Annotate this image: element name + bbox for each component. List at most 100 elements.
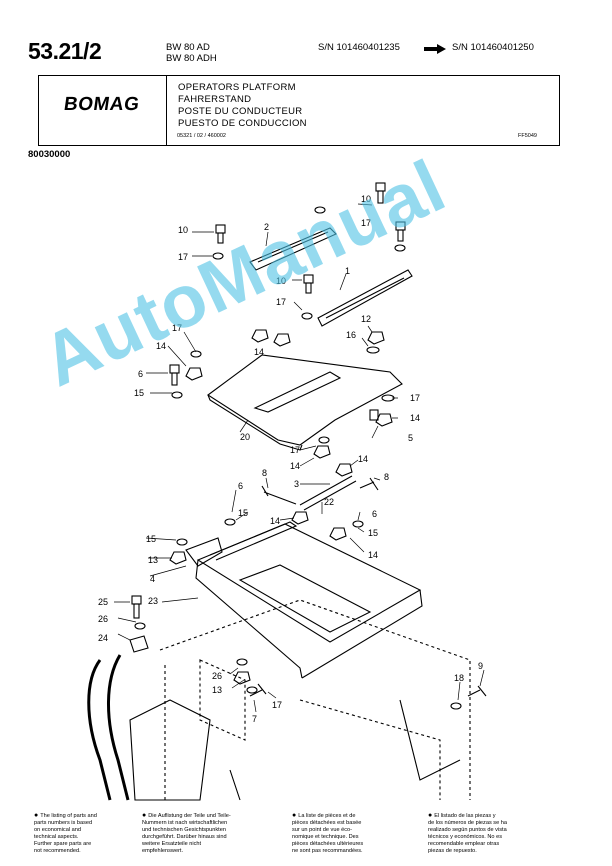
callout-label: 14 bbox=[368, 550, 378, 560]
callout-label: 22 bbox=[324, 497, 334, 507]
bullet-icon: ● bbox=[142, 812, 147, 819]
callout-label: 13 bbox=[212, 685, 222, 695]
callout-label: 24 bbox=[98, 633, 108, 643]
machine-body bbox=[159, 599, 471, 800]
callout-label: 4 bbox=[150, 574, 155, 584]
callout-label: 6 bbox=[372, 509, 377, 519]
note-line: empfehlenswert. bbox=[142, 848, 184, 854]
callout-label: 15 bbox=[238, 508, 248, 518]
platform-frame bbox=[195, 521, 423, 679]
part-number: 80030000 bbox=[28, 149, 71, 160]
callout-label: 14 bbox=[254, 347, 264, 357]
callout-label: 8 bbox=[262, 468, 267, 478]
callout-label: 18 bbox=[454, 673, 464, 683]
callout-label: 2 bbox=[264, 222, 269, 232]
note-line: La liste de pièces et de bbox=[298, 813, 356, 819]
callout-label: 7 bbox=[252, 714, 257, 724]
note-line: Further spare parts are bbox=[34, 841, 92, 847]
slide-rail-left bbox=[249, 227, 337, 271]
arrow-right-icon bbox=[424, 41, 446, 59]
linkage-rod bbox=[299, 475, 357, 511]
note-line: Die Auflistung der Teile und Teile- bbox=[148, 813, 231, 819]
note-german: ●Die Auflistung der Teile und Teile- Num… bbox=[142, 812, 282, 855]
note-line: on economical and bbox=[34, 827, 81, 833]
callout-label: 17 bbox=[178, 252, 188, 262]
callout-label: 3 bbox=[294, 479, 299, 489]
callout-label: 1 bbox=[345, 266, 350, 276]
note-line: piezas de repuesto. bbox=[428, 848, 477, 854]
serial-from: S/N 101460401235 bbox=[318, 42, 400, 53]
title-divider bbox=[166, 75, 168, 146]
page-number: 53.21/2 bbox=[28, 38, 102, 64]
bracket bbox=[185, 537, 223, 567]
callout-label: 8 bbox=[384, 472, 389, 482]
note-line: durchgeführt. Darüber hinaus sind bbox=[142, 834, 227, 840]
leader-line bbox=[114, 203, 485, 713]
platform-plate bbox=[207, 354, 403, 446]
callout-label: 5 bbox=[408, 433, 413, 443]
callout-label: 17 bbox=[410, 393, 420, 403]
callout-label: 6 bbox=[138, 369, 143, 379]
exploded-parts-diagram: 10 17 10 2 17 10 1 17 12 17 16 14 14 6 1… bbox=[87, 182, 487, 801]
bolt bbox=[131, 182, 487, 697]
model-name: BW 80 AD bbox=[166, 42, 210, 53]
bullet-icon: ● bbox=[292, 812, 297, 819]
callout-label: 23 bbox=[148, 596, 158, 606]
note-line: técnicos y económicos. No es bbox=[428, 834, 502, 840]
note-line: The listing of parts and bbox=[40, 813, 97, 819]
callout-label: 14 bbox=[156, 341, 166, 351]
title-line: POSTE DU CONDUCTEUR bbox=[178, 106, 303, 117]
callout-label: 17 bbox=[272, 700, 282, 710]
serial-to: S/N 101460401250 bbox=[452, 42, 534, 53]
washer bbox=[134, 206, 462, 710]
note-spanish: ●El listado de las piezas y de los númer… bbox=[428, 812, 578, 855]
callout-label: 17 bbox=[361, 218, 371, 228]
callout-label: 13 bbox=[148, 555, 158, 565]
callout-label: 14 bbox=[358, 454, 368, 464]
model-name: BW 80 ADH bbox=[166, 53, 217, 64]
note-line: Nummern ist nach wirtschaftlichen bbox=[142, 820, 228, 826]
callout-label: 17 bbox=[290, 445, 300, 455]
title-line: OPERATORS PLATFORM bbox=[178, 82, 296, 93]
callout-label: 15 bbox=[368, 528, 378, 538]
note-english: ●The listing of parts and parts numbers … bbox=[34, 812, 152, 855]
doc-code: 05321 / 02 / 460002 bbox=[177, 133, 226, 139]
title-block bbox=[38, 75, 560, 146]
note-line: weitere Ersatzteile nicht bbox=[142, 841, 202, 847]
note-line: sur un point de vue éco- bbox=[292, 827, 353, 833]
figure-code: FF5049 bbox=[518, 133, 537, 139]
callout-label: 9 bbox=[478, 661, 483, 671]
bullet-icon: ● bbox=[34, 812, 39, 819]
title-line: PUESTO DE CONDUCCION bbox=[178, 118, 307, 129]
callout-label: 26 bbox=[98, 614, 108, 624]
callout-label: 15 bbox=[134, 388, 144, 398]
note-line: realizado según puntos de vista bbox=[428, 827, 507, 833]
callout-label: 14 bbox=[290, 461, 300, 471]
callout-label: 6 bbox=[238, 481, 243, 491]
callout-label: 14 bbox=[410, 413, 420, 423]
note-line: pièces détachées est basée bbox=[292, 820, 362, 826]
note-line: pièces détachées ultérieures bbox=[292, 841, 364, 847]
note-line: parts numbers is based bbox=[34, 820, 93, 826]
callout-label: 12 bbox=[361, 314, 371, 324]
callout-label: 26 bbox=[212, 671, 222, 681]
callout-label: 10 bbox=[178, 225, 188, 235]
note-french: ●La liste de pièces et de pièces détaché… bbox=[292, 812, 422, 855]
callout-label: 20 bbox=[240, 432, 250, 442]
callout-label: 10 bbox=[361, 194, 371, 204]
note-line: El listado de las piezas y bbox=[434, 813, 496, 819]
note-line: technical aspects. bbox=[34, 834, 79, 840]
callout-label: 16 bbox=[346, 330, 356, 340]
note-line: de los números de piezas se ha bbox=[428, 820, 507, 826]
note-line: ne sont pas recommandées. bbox=[292, 848, 363, 854]
callout-label: 10 bbox=[276, 276, 286, 286]
bullet-icon: ● bbox=[428, 812, 433, 819]
note-line: nomique et technique. Des bbox=[292, 834, 359, 840]
callout-label: 17 bbox=[276, 297, 286, 307]
note-line: not recommended. bbox=[34, 848, 81, 854]
brand-logo: BOMAG bbox=[62, 94, 141, 115]
note-line: und technischen Gesichtspunkten bbox=[142, 827, 226, 833]
nut bbox=[129, 329, 393, 685]
note-line: recomendable emplear otras bbox=[428, 841, 500, 847]
callout-label: 14 bbox=[270, 516, 280, 526]
